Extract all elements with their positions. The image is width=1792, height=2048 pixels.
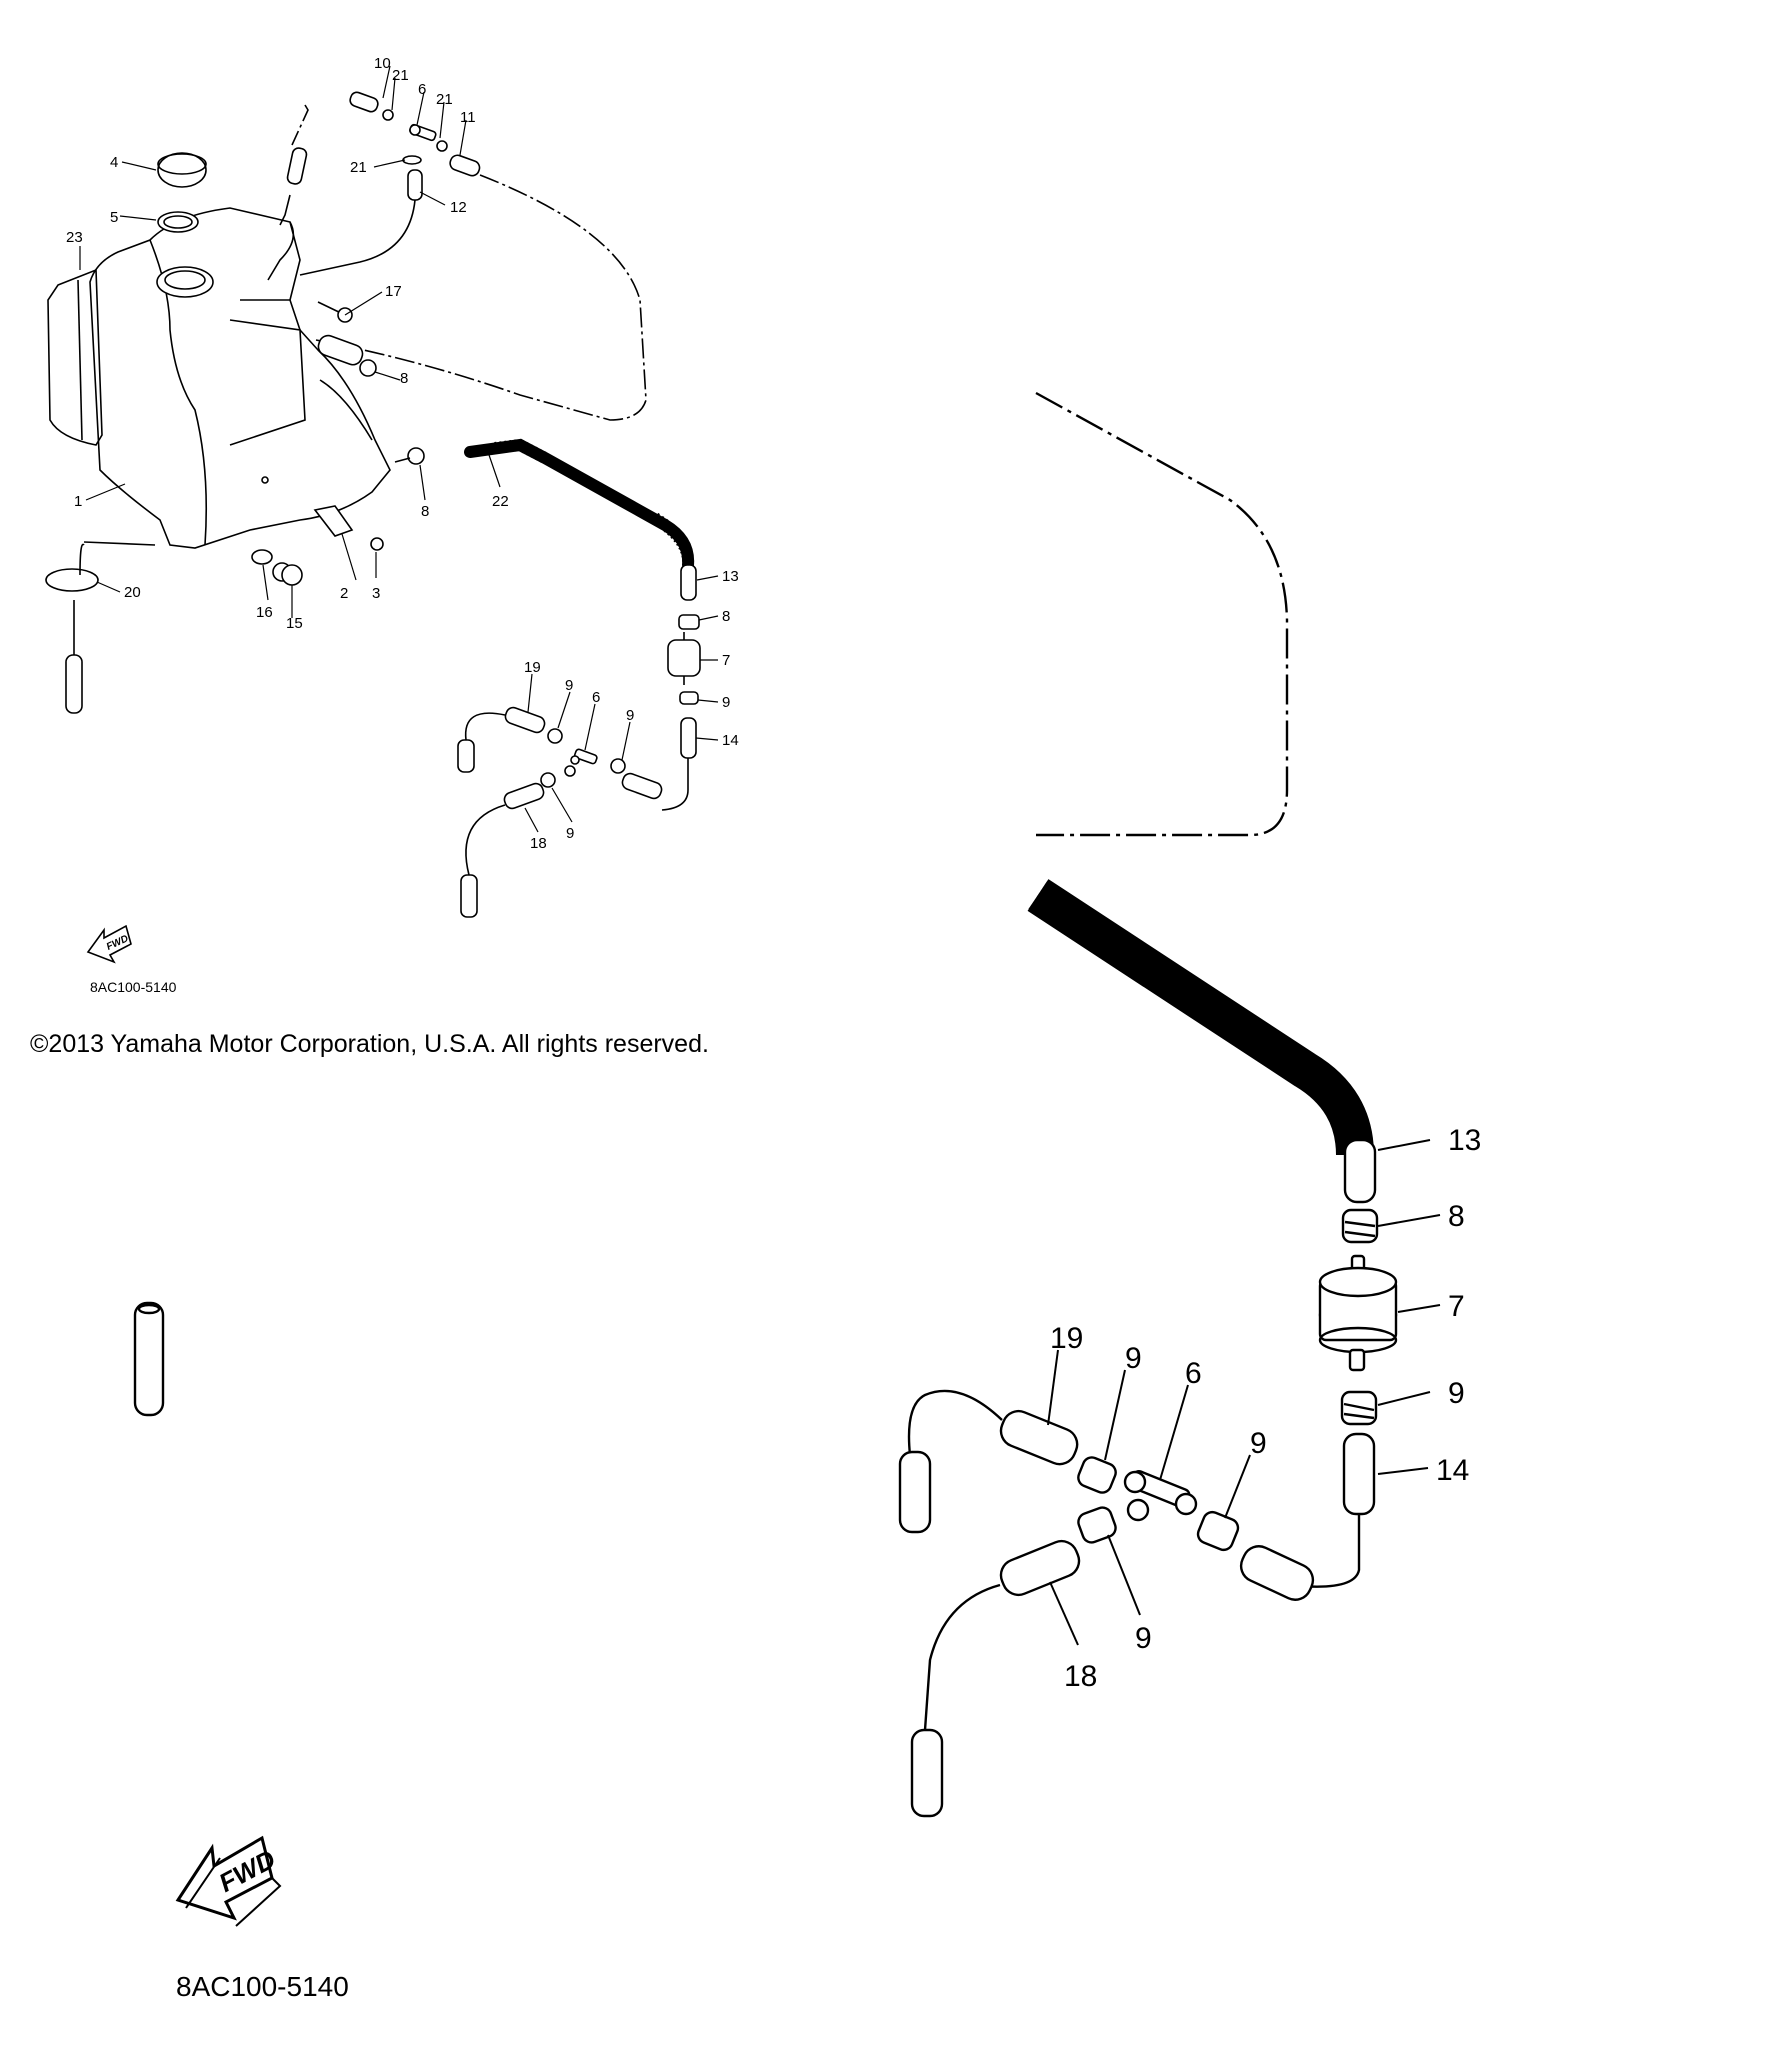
callout-2: 2 — [340, 585, 348, 602]
callout-15: 15 — [286, 615, 303, 632]
callout-22: 22 — [492, 493, 509, 510]
callout-21: 21 — [392, 67, 409, 84]
filler-neck — [156, 266, 214, 298]
callout-14-large: 14 — [1436, 1454, 1469, 1487]
overview-callouts: 10 21 6 21 11 21 12 4 5 23 17 8 8 22 1 2… — [66, 55, 739, 852]
callout-19: 19 — [524, 659, 541, 676]
callout-7-large: 7 — [1448, 1290, 1465, 1323]
callout-8: 8 — [722, 608, 730, 625]
diagram-code-large: 8AC100-5140 — [176, 1971, 349, 2002]
hose-13 — [1343, 1138, 1377, 1204]
side-cover — [47, 268, 103, 446]
callout-8: 8 — [421, 503, 429, 520]
detail-diagram: 13 8 7 9 14 19 9 6 9 9 18 FWD 8AC100-514… — [133, 391, 1481, 2002]
hose-19 — [999, 1409, 1079, 1466]
hose-vent — [286, 147, 308, 185]
callout-9: 9 — [565, 677, 573, 694]
detail-callouts: 13 8 7 9 14 19 9 6 9 9 18 — [1050, 1124, 1481, 1693]
callout-7: 7 — [722, 652, 730, 669]
clamp-9-mid — [1196, 1510, 1240, 1552]
overview-leaders — [79, 65, 719, 833]
callout-16: 16 — [256, 604, 273, 621]
hose-12 — [407, 169, 423, 201]
callout-9-large: 9 — [1135, 1622, 1152, 1655]
diagram-code-small: 8AC100-5140 — [90, 979, 177, 995]
clamp-9-lower — [1077, 1506, 1117, 1544]
callout-12: 12 — [450, 199, 467, 216]
callout-21: 21 — [350, 159, 367, 176]
clamp-9-left — [1077, 1456, 1117, 1494]
callout-13: 13 — [722, 568, 739, 585]
clamp-20 — [45, 568, 99, 592]
callout-9-large: 9 — [1448, 1377, 1465, 1410]
callout-3: 3 — [372, 585, 380, 602]
callout-18: 18 — [530, 835, 547, 852]
callout-6: 6 — [418, 81, 426, 98]
copyright-text: ©2013 Yamaha Motor Corporation, U.S.A. A… — [30, 1030, 709, 1058]
callout-10: 10 — [374, 55, 391, 72]
callout-8-large: 8 — [1448, 1200, 1465, 1233]
fuel-filter — [1318, 1254, 1398, 1372]
callout-17: 17 — [385, 283, 402, 300]
fwd-arrow-small: FWD — [86, 924, 132, 964]
callout-6-large: 6 — [1185, 1357, 1202, 1390]
callout-9: 9 — [626, 707, 634, 724]
detail-leaders — [1047, 1139, 1441, 1646]
callout-9: 9 — [566, 825, 574, 842]
tee-joint — [1123, 1470, 1198, 1522]
callout-23: 23 — [66, 229, 83, 246]
callout-11: 11 — [460, 109, 476, 126]
overview-diagram: 10 21 6 21 11 21 12 4 5 23 17 8 8 22 1 2… — [45, 55, 739, 995]
fuel-filter-small — [667, 639, 701, 677]
callout-18-large: 18 — [1064, 1660, 1097, 1693]
tank-cap — [157, 152, 207, 188]
callout-8: 8 — [400, 370, 408, 387]
callout-14: 14 — [722, 732, 739, 749]
hose-right — [1239, 1545, 1315, 1601]
hose-19-end — [898, 1450, 932, 1534]
callout-5: 5 — [110, 209, 118, 226]
hose-18-end — [910, 1728, 944, 1818]
callout-1: 1 — [74, 493, 82, 510]
callout-19-large: 19 — [1050, 1322, 1083, 1355]
callout-21: 21 — [436, 91, 453, 108]
callout-13-large: 13 — [1448, 1124, 1481, 1157]
hose-14 — [1342, 1432, 1376, 1516]
callout-4: 4 — [110, 154, 118, 171]
hose-11 — [449, 154, 481, 177]
fuel-tank — [89, 207, 391, 549]
hose-18 — [999, 1539, 1081, 1597]
callout-9-large: 9 — [1125, 1342, 1142, 1375]
callout-20: 20 — [124, 584, 141, 601]
hose-stub — [133, 1301, 165, 1417]
callout-6: 6 — [592, 689, 600, 706]
fwd-arrow-large: FWD — [175, 1835, 282, 1927]
hose-10 — [349, 91, 379, 113]
callout-9: 9 — [722, 694, 730, 711]
callout-9-large: 9 — [1250, 1427, 1267, 1460]
